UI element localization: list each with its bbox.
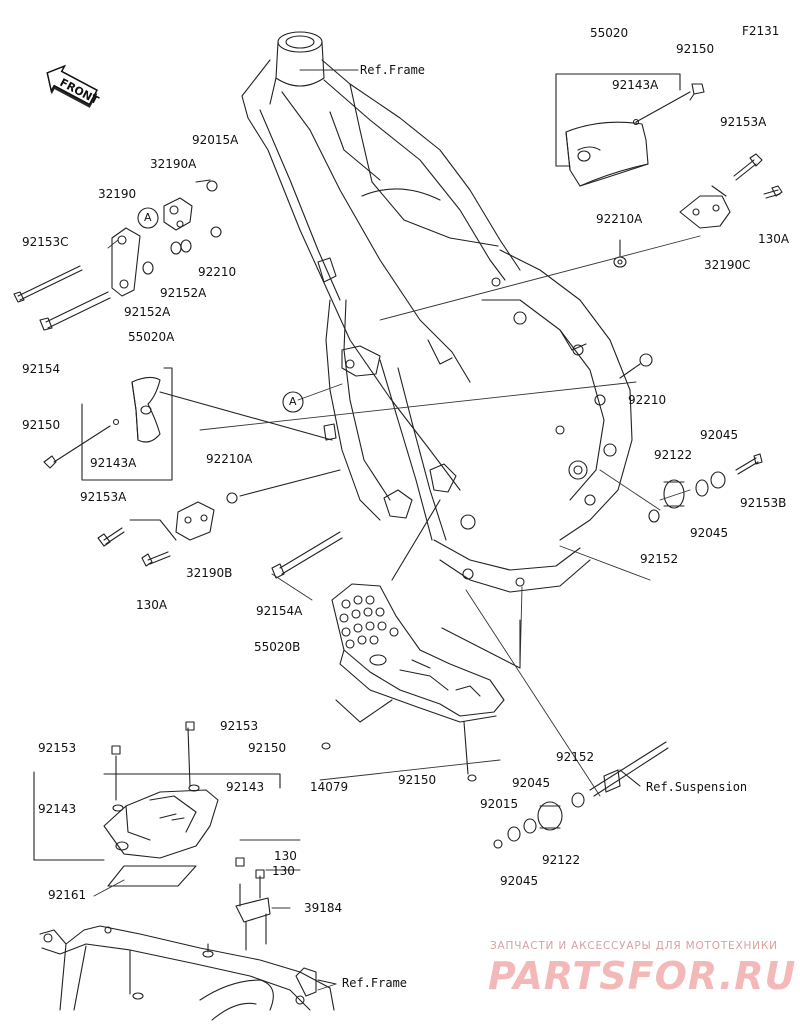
marker-a-bracket: A [144, 211, 152, 224]
marker-a-frame [282, 391, 304, 413]
part-label-92045-mid: 92045 [690, 526, 729, 540]
guard-55020a-drawing [43, 367, 333, 481]
diagram-code: F2131 [742, 24, 780, 38]
part-label-92150-left: 92150 [22, 418, 61, 432]
guard-14079-drawing [33, 721, 281, 887]
marker-a-frame-label: A [289, 395, 297, 408]
pivot-hardware-lower-drawing [493, 741, 669, 849]
watermark: ЗАПЧАСТИ И АКСЕССУАРЫ ДЛЯ МОТОТЕХНИКИ PA… [470, 938, 795, 1030]
watermark-tagline: ЗАПЧАСТИ И АКСЕССУАРЫ ДЛЯ МОТОТЕХНИКИ [490, 940, 778, 952]
bracket-32190b-drawing [97, 469, 341, 567]
part-label-130a: 130A [758, 232, 790, 246]
part-label-92150: 92150 [676, 42, 715, 56]
part-label-39184: 39184 [304, 901, 343, 915]
part-label-92153c: 92153C [22, 235, 69, 249]
part-label-130-upper: 130 [274, 849, 297, 863]
part-label-92153a: 92153A [720, 115, 767, 129]
ref-frame-bottom-label: Ref.Frame [342, 976, 408, 990]
part-label-55020a: 55020A [128, 330, 175, 344]
watermark-logo: PARTSFOR.RU [488, 954, 797, 998]
pivot-hardware-right-drawing [619, 353, 763, 523]
part-label-55020: 55020 [590, 26, 629, 40]
part-label-92152a-lower: 92152A [124, 305, 171, 319]
part-label-130a-left: 130A [136, 598, 168, 612]
part-label-92153-upper: 92153 [220, 719, 259, 733]
part-label-32190a: 32190A [150, 157, 197, 171]
part-label-32190c: 32190C [704, 258, 751, 272]
part-label-92150-skid-left: 92150 [248, 741, 287, 755]
part-label-92210-right: 92210 [628, 393, 667, 407]
part-label-32190b: 32190B [186, 566, 233, 580]
bracket-39184-drawing [235, 857, 271, 951]
part-label-92143-left: 92143 [38, 802, 77, 816]
leader-lines [93, 69, 701, 991]
part-label-92143a: 92143A [612, 78, 659, 92]
part-label-92152-right: 92152 [640, 552, 679, 566]
part-label-14079: 14079 [310, 780, 349, 794]
part-label-92210a-left: 92210A [206, 452, 253, 466]
skid-plate-55020b-drawing [321, 499, 521, 782]
part-label-92015: 92015 [480, 797, 519, 811]
guard-55020-drawing [555, 73, 705, 187]
part-label-32190: 32190 [98, 187, 137, 201]
part-label-92045-top: 92045 [700, 428, 739, 442]
part-label-92161: 92161 [48, 888, 87, 902]
part-label-92153-lower: 92153 [38, 741, 77, 755]
part-label-92143a-left: 92143A [90, 456, 137, 470]
part-label-92153a-left: 92153A [80, 490, 127, 504]
part-label-92152-lower: 92152 [556, 750, 595, 764]
part-label-92122-lower: 92122 [542, 853, 581, 867]
ref-frame-top-label: Ref.Frame [360, 63, 426, 77]
front-arrow-icon: FRONT [46, 64, 101, 108]
part-label-92015a: 92015A [192, 133, 239, 147]
part-label-92045-lower-top: 92045 [512, 776, 551, 790]
bracket-32190c-drawing [613, 153, 783, 268]
part-label-55020b: 55020B [254, 640, 301, 654]
part-label-92150-skid-right: 92150 [398, 773, 437, 787]
main-frame-drawing [241, 31, 633, 593]
part-label-92152a-upper: 92152A [160, 286, 207, 300]
part-label-92210: 92210 [198, 265, 237, 279]
part-label-92154a: 92154A [256, 604, 303, 618]
lower-subframe-drawing [39, 925, 337, 1021]
part-label-92045-lower-bottom: 92045 [500, 874, 539, 888]
part-label-92154: 92154 [22, 362, 61, 376]
part-label-92122-top: 92122 [654, 448, 693, 462]
bolt-92154a-drawing [271, 531, 343, 579]
ref-suspension-label: Ref.Suspension [646, 780, 748, 794]
part-label-92153b: 92153B [740, 496, 787, 510]
bracket-32190-group-drawing [13, 179, 222, 331]
part-label-130-lower: 130 [272, 864, 295, 878]
part-label-92210a: 92210A [596, 212, 643, 226]
part-label-92143-right: 92143 [226, 780, 265, 794]
